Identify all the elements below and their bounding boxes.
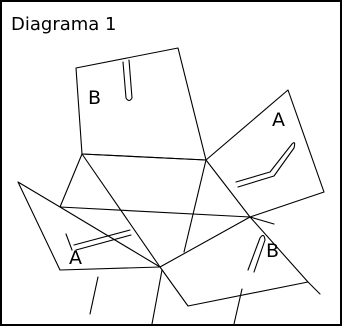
flap-right: A [205,89,325,218]
flap-front: B [159,216,309,307]
box-body [59,153,275,268]
box-lower-edges [89,269,321,324]
flap-right-label: A [272,109,285,131]
diagram-title: Diagrama 1 [11,14,117,35]
flap-back-label: B [88,87,101,109]
box-folding-illustration: B A A B [17,47,325,324]
flap-left: A [17,181,161,271]
flap-left-label: A [69,247,82,269]
flap-back: B [75,47,207,161]
flap-front-label: B [266,240,279,262]
